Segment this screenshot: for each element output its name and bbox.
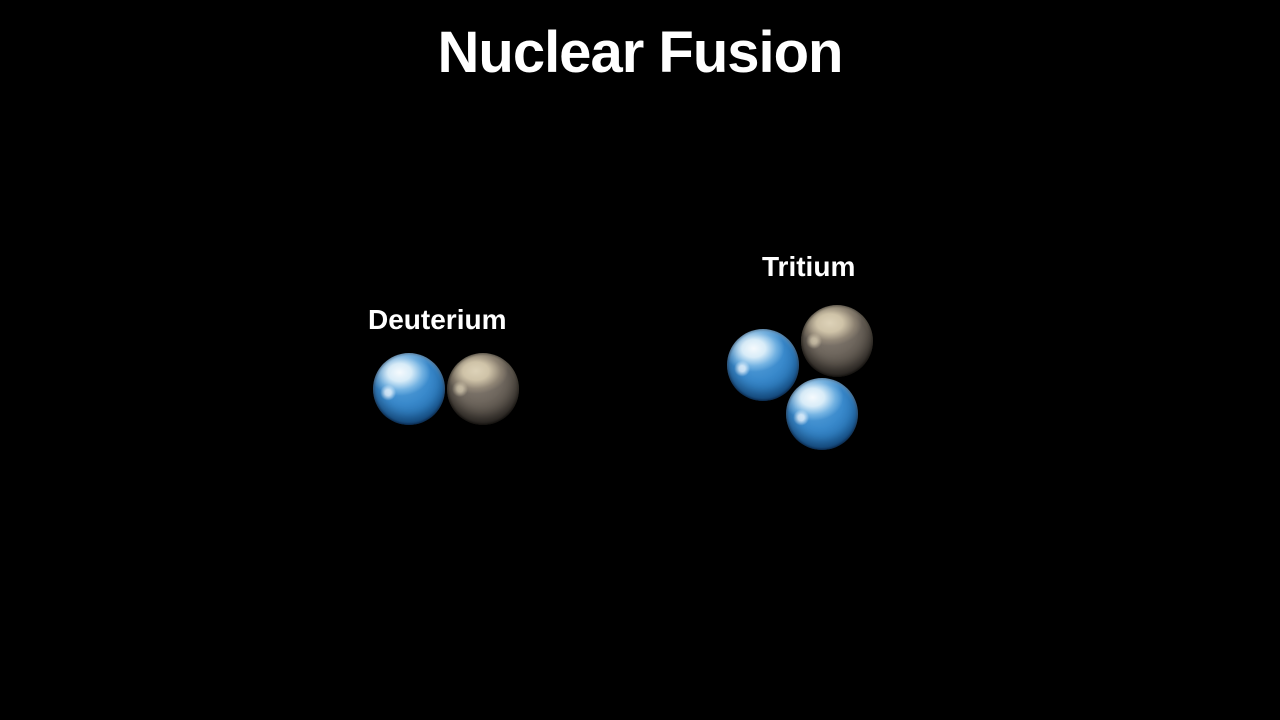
tritium-label: Tritium [762, 251, 856, 282]
proton-sphere [786, 378, 858, 450]
page-title: Nuclear Fusion [437, 20, 844, 85]
proton-sphere [373, 353, 445, 425]
proton-sphere [727, 329, 799, 401]
neutron-sphere [801, 305, 873, 377]
deuterium-label: Deuterium [368, 304, 507, 335]
neutron-sphere [447, 353, 519, 425]
